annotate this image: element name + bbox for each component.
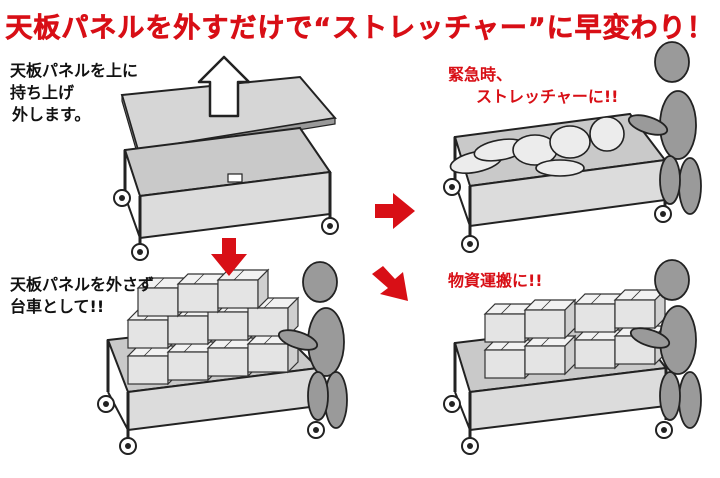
- standing-figure: [627, 41, 702, 215]
- caption-lift-line-2: 持ち上げ: [10, 83, 75, 102]
- caption-lift-line-3: 外します。: [12, 105, 91, 124]
- outline-up-arrow-icon: [197, 55, 251, 118]
- pushing-figure: [277, 261, 348, 429]
- caption-cart-line-2: 台車として!!: [10, 297, 105, 316]
- caption-emergency-stretcher: 緊急時、 ストレッチャーに!!: [448, 64, 618, 108]
- caption-transport-line-1: 物資運搬に!!: [448, 271, 543, 290]
- caption-lift-panel: 天板パネルを上に 持ち上げ 外します。: [10, 60, 138, 126]
- caption-cart-line-1: 天板パネルを外さず: [10, 275, 155, 294]
- red-down-arrow-icon: [211, 238, 247, 276]
- cart-stretcher: [443, 41, 702, 253]
- lying-patient-figure: [449, 116, 625, 177]
- red-diagonal-arrow-icon: [372, 266, 408, 301]
- pushing-figure-right: [629, 259, 702, 429]
- caption-use-as-cart: 天板パネルを外さず 台車として!!: [10, 274, 154, 318]
- caption-lift-line-1: 天板パネルを上に: [10, 61, 139, 80]
- cart-lifted-panel: [113, 55, 339, 261]
- caption-stretcher-line-1: 緊急時、: [448, 65, 513, 84]
- caption-supply-transport: 物資運搬に!!: [448, 270, 543, 292]
- cart-with-boxes: [97, 261, 348, 455]
- headline: 天板パネルを外すだけで“ストレッチャー”に早変わり！: [5, 13, 715, 45]
- red-right-arrow-icon: [375, 193, 415, 229]
- caption-stretcher-line-2: ストレッチャーに!!: [476, 87, 619, 106]
- cart-transport: [443, 259, 702, 455]
